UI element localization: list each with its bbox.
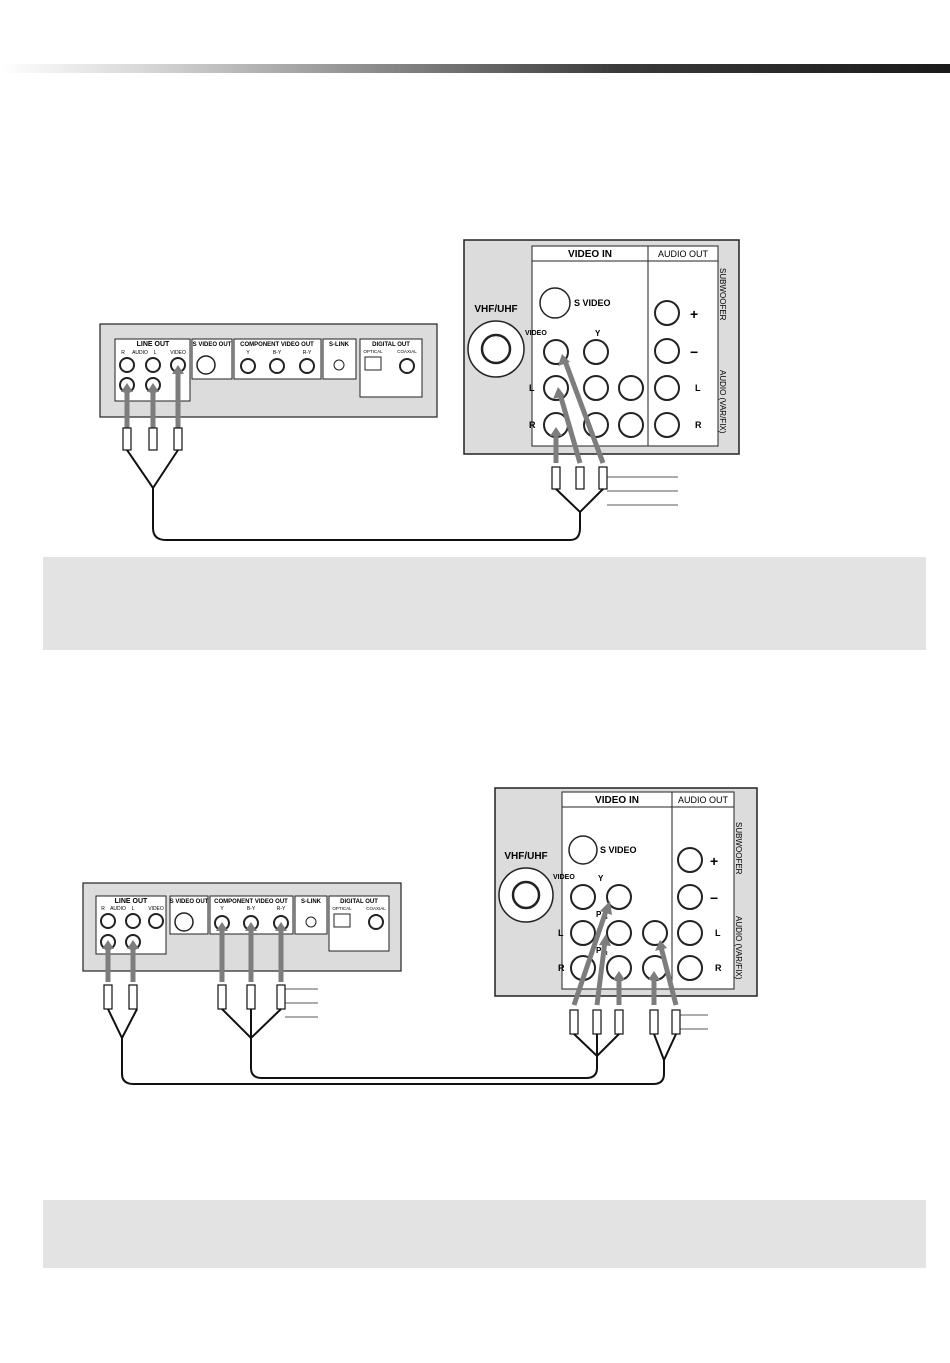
svg-text:R: R — [604, 951, 608, 957]
y-in-label: Y — [595, 329, 601, 338]
audio-l-label: L — [154, 350, 157, 356]
coaxial-label: COAXIAL — [397, 349, 417, 354]
player-plug-arrows — [121, 365, 184, 428]
svg-text:L: L — [558, 928, 564, 938]
audio-var-fix-label: AUDIO (VAR/FIX) — [718, 370, 727, 434]
svg-text:S VIDEO: S VIDEO — [600, 845, 637, 855]
audio-out-l-label: L — [695, 383, 701, 393]
player-cable-plugs-2 — [103, 984, 286, 1010]
tv-rear-panel: VIDEO IN AUDIO OUT VHF/UHF S VIDEO VIDEO… — [463, 239, 740, 455]
svg-text:AUDIO (VAR/FIX): AUDIO (VAR/FIX) — [734, 916, 743, 980]
svg-text:P: P — [596, 910, 602, 919]
svg-text:+: + — [710, 853, 718, 869]
plug-callout-lines-2 — [285, 988, 318, 1018]
svg-text:L: L — [715, 928, 721, 938]
s-video-in-label: S VIDEO — [574, 298, 611, 308]
tv-plug-arrows-2 — [571, 901, 679, 1006]
svg-text:R: R — [715, 963, 722, 973]
svg-text:Y: Y — [598, 874, 604, 883]
svg-text:VIDEO IN: VIDEO IN — [595, 795, 639, 806]
s-video-out-label: S VIDEO OUT — [193, 342, 232, 348]
svg-text:P: P — [596, 946, 602, 955]
r-in-label: R — [529, 420, 536, 430]
video-in-jack-label: VIDEO — [525, 330, 547, 337]
note-box-2 — [43, 1200, 926, 1268]
svg-text:DIGITAL OUT: DIGITAL OUT — [340, 899, 378, 905]
svg-text:VHF/UHF: VHF/UHF — [504, 851, 547, 862]
plug-callout-lines — [607, 476, 678, 506]
svg-text:L: L — [132, 906, 135, 912]
svg-text:B-Y: B-Y — [247, 906, 256, 912]
audio-video-cable — [126, 449, 604, 541]
svg-text:S VIDEO OUT: S VIDEO OUT — [170, 899, 209, 905]
connection-diagram-component: LINE OUT R AUDIO L VIDEO S VIDEO OUT COM… — [82, 787, 758, 1085]
svg-text:AUDIO: AUDIO — [110, 906, 126, 912]
svg-text:R-Y: R-Y — [277, 906, 286, 912]
sub-plus-label: + — [690, 306, 698, 322]
player-plug-arrows-2 — [102, 922, 287, 982]
s-link-label: S-LINK — [329, 342, 350, 348]
audio-r-jack-top — [119, 357, 135, 373]
component-video-cable — [221, 1008, 620, 1079]
svg-text:SUBWOOFER: SUBWOOFER — [734, 822, 743, 875]
comp-ry-label: R-Y — [303, 350, 312, 356]
subwoofer-label: SUBWOOFER — [718, 268, 727, 321]
audio-cable — [107, 1008, 677, 1085]
s-video-out-jack — [196, 355, 216, 375]
comp-y-label: Y — [246, 350, 250, 356]
svg-text:COAXIAL: COAXIAL — [366, 906, 386, 911]
svg-text:R: R — [558, 963, 565, 973]
svg-text:R: R — [101, 906, 105, 912]
plug-callout-lines-3 — [680, 1014, 708, 1030]
player-cable-plugs — [122, 427, 183, 451]
note-box — [43, 557, 926, 650]
audio-label: AUDIO — [132, 350, 148, 356]
svg-text:COMPONENT VIDEO OUT: COMPONENT VIDEO OUT — [214, 899, 288, 905]
video-out-label: VIDEO — [170, 350, 186, 356]
optical-label: OPTICAL — [363, 349, 383, 354]
connection-diagram-composite: LINE OUT R AUDIO L VIDEO S VIDEO OUT COM… — [99, 239, 740, 541]
svg-text:S-LINK: S-LINK — [301, 899, 322, 905]
video-in-label: VIDEO IN — [568, 249, 612, 260]
s-video-in-jack — [539, 287, 571, 319]
svg-text:−: − — [710, 890, 718, 906]
audio-l-jack — [145, 357, 161, 373]
l-in-label: L — [529, 383, 535, 393]
svg-text:AUDIO OUT: AUDIO OUT — [678, 795, 729, 805]
line-out-label: LINE OUT — [137, 341, 170, 348]
digital-out-label: DIGITAL OUT — [372, 342, 410, 348]
svg-text:VIDEO: VIDEO — [148, 906, 164, 912]
tv-rear-panel-2: VIDEO IN AUDIO OUT VHF/UHF S VIDEO VIDEO… — [494, 787, 758, 997]
component-video-out-label: COMPONENT VIDEO OUT — [240, 342, 314, 348]
sub-minus-label: − — [690, 344, 698, 360]
svg-text:VIDEO: VIDEO — [553, 874, 575, 881]
svg-text:OPTICAL: OPTICAL — [332, 906, 352, 911]
audio-out-label: AUDIO OUT — [658, 249, 709, 259]
svg-text:LINE OUT: LINE OUT — [115, 898, 148, 905]
audio-out-r-label: R — [695, 420, 702, 430]
header-gradient-bar — [0, 64, 950, 73]
audio-r-label: R — [121, 350, 125, 356]
svg-text:Y: Y — [220, 906, 224, 912]
vhf-uhf-label: VHF/UHF — [474, 304, 517, 315]
comp-by-label: B-Y — [273, 350, 282, 356]
tv-plug-arrows — [550, 354, 606, 464]
tv-cable-plugs-2 — [569, 1009, 681, 1035]
tv-cable-plugs — [551, 466, 608, 490]
